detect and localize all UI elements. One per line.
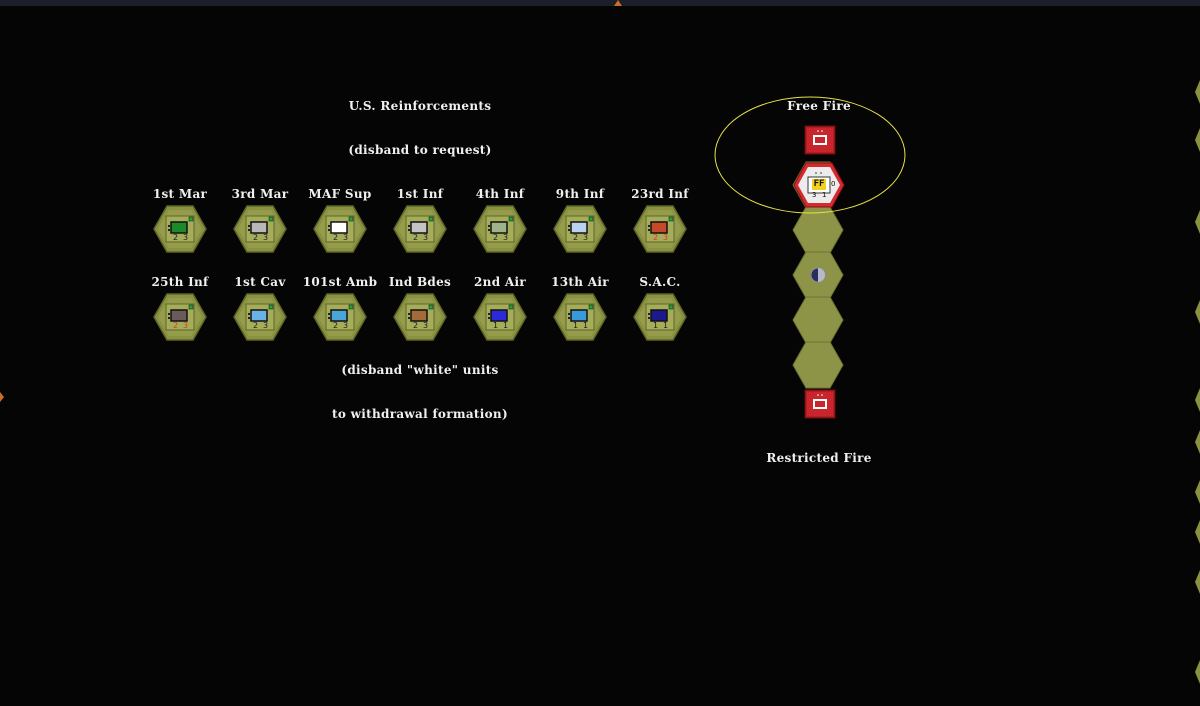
unit-strength: 2 [413,321,419,330]
free-fire-marker-strength-a: 3 [812,191,817,199]
unit-strength: 3 [503,233,509,242]
disband-note-line2: to withdrawal formation) [332,407,508,421]
fire-track [714,96,906,389]
restricted-fire-label: Restricted Fire [766,451,872,465]
unit-label: 13th Air [551,275,609,289]
unit-strength: 2 [253,321,259,330]
unit-strength: 3 [263,321,269,330]
unit-strength: 3 [663,233,669,242]
top-edge-tick [614,0,622,6]
unit-strength: 2 [333,233,339,242]
unit-label: S.A.C. [639,275,681,289]
unit-label: 25th Inf [151,275,209,289]
unit-strength: 3 [343,233,349,242]
unit-label: 101st Amb [302,275,378,289]
disband-note-line1: (disband "white" units [341,363,499,377]
unit-label: 4th Inf [475,187,525,201]
free-fire-label: Free Fire [787,99,851,113]
reinforcements-subtitle: (disband to request) [348,143,492,157]
unit-strength: 1 [573,321,579,330]
top-edge-bar [0,0,1200,6]
unit-strength: 2 [173,233,179,242]
unit-strength: 3 [423,233,429,242]
unit-strength: 2 [653,233,659,242]
unit-strength: 2 [173,321,179,330]
free-fire-box-top[interactable] [804,125,836,159]
fire-track-hex[interactable] [792,341,844,389]
unit-strength: 3 [343,321,349,330]
free-fire-marker-side: 0 [831,180,836,188]
fire-track-hex[interactable] [792,206,844,254]
unit-strength: 2 [493,233,499,242]
unit-label: MAF Sup [308,187,372,201]
free-fire-marker-strength-b: 1 [822,191,827,199]
unit-label: 1st Mar [152,187,208,201]
unit-strength: 3 [183,321,189,330]
unit-strength: 3 [183,233,189,242]
unit-strength: 3 [583,233,589,242]
right-map-edge [1192,0,1200,702]
unit-strength: 1 [583,321,589,330]
free-fire-circle [714,96,906,214]
unit-strength: 1 [493,321,499,330]
unit-label: 1st Inf [396,187,444,201]
moon-icon-lit [818,268,825,282]
unit-strength: 3 [423,321,429,330]
free-fire-marker-text: FF [813,179,825,189]
reinforcements-title: U.S. Reinforcements [348,99,492,113]
unit-strength: 1 [663,321,669,330]
unit-strength: 2 [333,321,339,330]
unit-strength: 1 [503,321,509,330]
unit-strength: 3 [263,233,269,242]
unit-label: 2nd Air [474,275,526,289]
unit-strength: 1 [653,321,659,330]
fire-track-hex[interactable] [792,296,844,344]
unit-label: 1st Cav [234,275,286,289]
left-edge-tick [0,392,4,402]
unit-strength: 2 [573,233,579,242]
unit-label: 3rd Mar [231,187,289,201]
free-fire-marker[interactable]: FF 0 3 1 [793,161,845,209]
unit-strength: 2 [253,233,259,242]
unit-label: Ind Bdes [388,275,452,289]
restricted-fire-box-bottom[interactable] [804,389,836,423]
unit-label: 9th Inf [555,187,605,201]
unit-strength: 2 [413,233,419,242]
unit-label: 23rd Inf [631,187,689,201]
